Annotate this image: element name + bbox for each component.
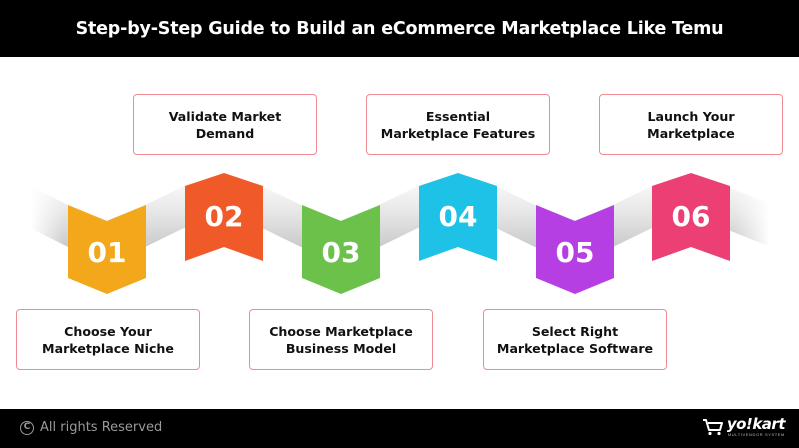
step-05-tile [536, 205, 614, 294]
step-band: 01 02 03 04 05 06 [30, 170, 770, 294]
step-04-label: Essential Marketplace Features [380, 108, 536, 141]
copyright-text: All rights Reserved [40, 420, 163, 435]
step-03-label: Choose Marketplace Business Model [269, 323, 413, 356]
copyright-icon: C [20, 420, 34, 435]
page-title: Step-by-Step Guide to Build an eCommerce… [75, 18, 724, 39]
step-06-number: 06 [672, 200, 711, 233]
step-05-number: 05 [556, 236, 595, 269]
step-02-label: Validate Market Demand [168, 108, 282, 141]
header-bar: Step-by-Step Guide to Build an eCommerce… [0, 0, 799, 57]
copyright: C All rights Reserved [20, 420, 162, 435]
step-06-tile [652, 173, 730, 261]
step-01-box: Choose Your Marketplace Niche [16, 309, 200, 370]
step-03-number: 03 [322, 236, 361, 269]
footer-bar: C All rights Reserved yo!kart MULTIVENDO… [0, 409, 799, 448]
step-04-tile [419, 173, 497, 261]
brand-logo: yo!kart MULTIVENDOR SYSTEM [702, 415, 786, 437]
brand-tagline: MULTIVENDOR SYSTEM [727, 432, 785, 437]
step-02-box: Validate Market Demand [133, 94, 317, 155]
step-03-tile [302, 205, 380, 294]
step-06-box: Launch Your Marketplace [599, 94, 783, 155]
step-02-number: 02 [205, 200, 244, 233]
step-06-label: Launch Your Marketplace [647, 108, 735, 141]
step-05-box: Select Right Marketplace Software [483, 309, 667, 370]
cart-icon [702, 419, 723, 436]
brand-name: yo!kart [726, 415, 786, 433]
step-04-number: 04 [439, 200, 478, 233]
step-05-label: Select Right Marketplace Software [496, 323, 654, 356]
step-02-tile [185, 173, 263, 261]
step-04-box: Essential Marketplace Features [366, 94, 550, 155]
step-03-box: Choose Marketplace Business Model [249, 309, 433, 370]
step-01-number: 01 [88, 236, 127, 269]
step-01-label: Choose Your Marketplace Niche [42, 323, 174, 356]
step-01-tile [68, 205, 146, 294]
